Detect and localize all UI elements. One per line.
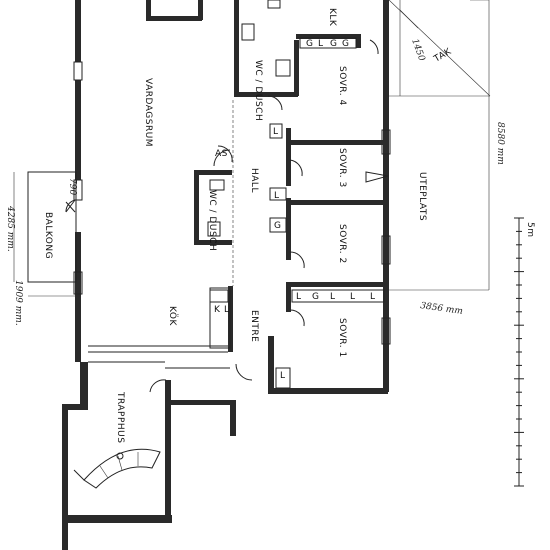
label-balkong: BALKONG [43, 212, 53, 259]
label-kok: KÖK [167, 306, 178, 326]
code-g2: G [330, 39, 337, 49]
dim-balkong-depth: 1909 mm. [13, 280, 23, 326]
label-sovr4: SOVR. 4 [337, 66, 347, 106]
code-l5: L [330, 292, 336, 302]
code-g5: G [312, 292, 319, 302]
dim-uteplats-length: 8580 mm [495, 122, 505, 165]
scale-bar-label: 5m [525, 222, 535, 238]
uteplats-area [388, 0, 491, 291]
label-hall: HALL [249, 168, 259, 193]
scale-bar: 5m [514, 217, 535, 487]
label-sovr3: SOVR. 3 [337, 148, 347, 188]
code-g1: G [306, 39, 313, 49]
code-l6: L [350, 292, 356, 302]
outer-walls [62, 0, 391, 550]
code-as: AS [215, 149, 228, 159]
code-l1: L [318, 39, 324, 49]
code-l2: L [273, 127, 279, 137]
label-entre: ENTRE [249, 310, 259, 342]
code-k1: K [214, 305, 221, 315]
label-uteplats: UTEPLATS [417, 172, 427, 221]
door-swings [65, 39, 389, 393]
inner-walls [88, 0, 388, 369]
code-l7: L [370, 292, 376, 302]
label-trapphus: TRAPPHUS [115, 391, 125, 443]
spiral-stair [73, 448, 161, 489]
dim-balkong-width: 4285 mm. [5, 205, 15, 252]
fixtures [207, 0, 291, 237]
code-l9: L [280, 371, 286, 381]
label-sovr1: SOVR. 1 [337, 318, 347, 358]
balcony [13, 171, 77, 297]
label-wc-top: WC / DUSCH [253, 60, 263, 121]
room-labels: VARDAGSRUM BALKONG KÖK TRAPPHUS HALL ENT… [43, 8, 454, 443]
dim-790: 790 [67, 178, 77, 195]
label-sovr2: SOVR. 2 [337, 224, 347, 264]
label-tak: TAK [432, 46, 454, 65]
dim-tak-depth: 1450 [409, 38, 426, 63]
code-l8: L [224, 305, 230, 315]
code-g4: G [274, 221, 281, 231]
label-vardagsrum: VARDAGSRUM [143, 78, 153, 147]
label-klk: KLK [327, 8, 337, 27]
label-wc-mid: WC / DUSCH [207, 190, 217, 251]
code-g3: G [342, 39, 349, 49]
code-l4: L [296, 292, 302, 302]
storage-codes: G L G G L L G L G L L L K L L AS [209, 37, 385, 389]
code-l3: L [274, 191, 280, 201]
dim-uteplats-width: 3856 mm [420, 301, 464, 317]
